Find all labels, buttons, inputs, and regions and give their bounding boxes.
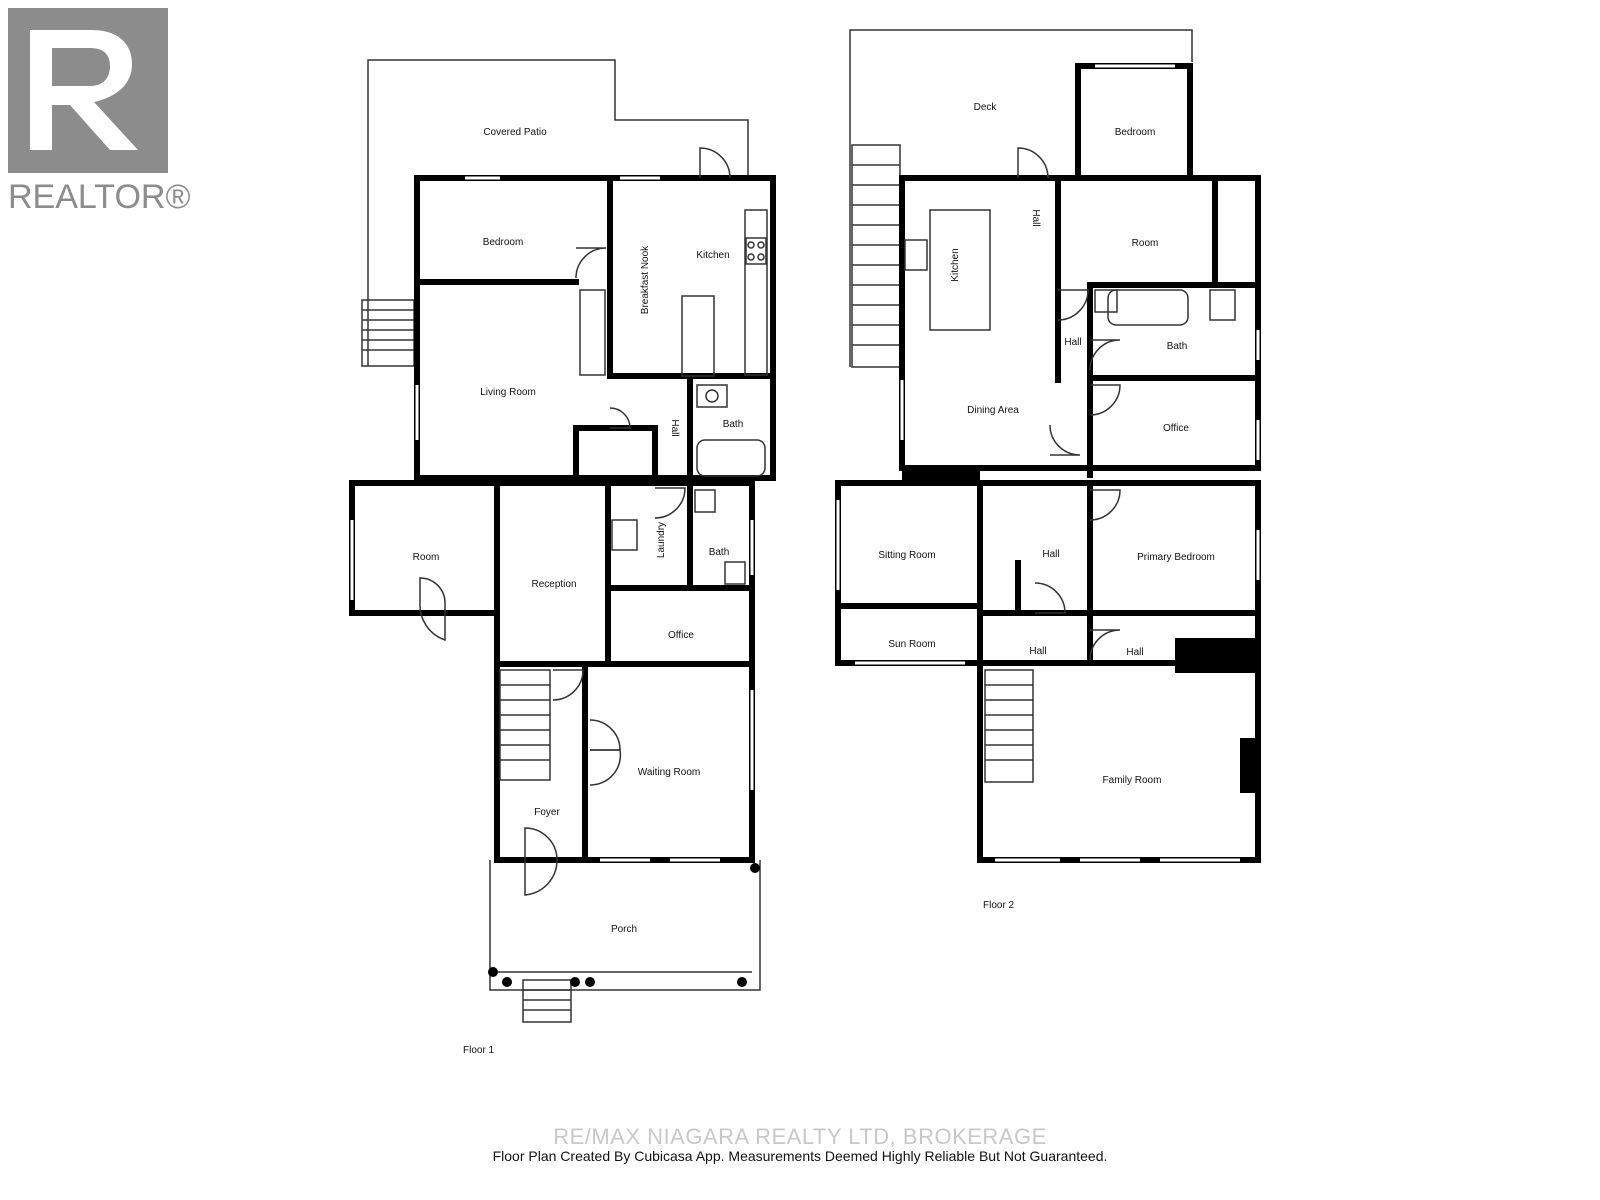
realtor-logo: REALTOR®: [8, 8, 191, 216]
footer-disclaimer: Floor Plan Created By Cubicasa App. Meas…: [492, 1148, 1108, 1164]
floor-2-walls: [835, 63, 1261, 863]
room-label-sun-room: Sun Room: [888, 639, 935, 650]
room-label-hall-center: Hall: [1042, 549, 1059, 560]
deck-outline: [849, 29, 1193, 367]
room-label-hall-low-left: Hall: [1029, 646, 1046, 657]
office-door-icon: [1089, 384, 1121, 416]
foyer-stairs: [499, 669, 551, 781]
realtor-r-glyph: [30, 30, 138, 150]
floor-1-bath-fixtures: [611, 384, 766, 585]
floor-2-stairs: [984, 669, 1034, 783]
foyer-door-swing-icon: [524, 859, 558, 896]
porch-columns: [488, 863, 760, 987]
kitchen-island: [681, 295, 715, 377]
floor-1-label: Floor 1: [463, 1045, 495, 1056]
hall-center-door-icon: [1034, 582, 1066, 614]
floor-2-bathtub-icon: [1107, 289, 1189, 326]
floor-2-solid-walls: [902, 466, 1258, 793]
floor-2-kitchen-counter: [929, 209, 991, 331]
porch-stairs: [522, 979, 572, 1023]
room-label-office: Office: [1163, 423, 1189, 434]
floor-2-stove-icon: [904, 239, 928, 271]
room-label-reception: Reception: [531, 579, 576, 590]
room-label-room: Room: [1132, 238, 1159, 249]
room-label-hall-low-right: Hall: [1126, 647, 1143, 658]
room-label-foyer: Foyer: [534, 807, 560, 818]
room-label-primary-bedroom: Primary Bedroom: [1137, 552, 1215, 563]
floor-1-windows: [350, 176, 754, 862]
room-label-family-room: Family Room: [1103, 775, 1162, 786]
floor-2-labels: Deck Bedroom Kitchen Hall Room Hall Bath…: [878, 102, 1215, 911]
bath-2-sink-icon: [694, 489, 716, 513]
room-label-bath-upper: Bath: [723, 419, 744, 430]
patio-stairs: [361, 299, 415, 367]
room-label-waiting-room: Waiting Room: [638, 767, 700, 778]
room-label-porch: Porch: [611, 924, 637, 935]
floor-1-labels: Covered Patio Bedroom Breakfast Nook Kit…: [413, 127, 744, 1056]
toilet-icon: [724, 561, 746, 585]
laundry-machine-icon: [611, 519, 638, 551]
stove-icon: [745, 237, 767, 265]
waiting-room-door-bottom-icon: [589, 749, 622, 786]
room-door-left-icon: [419, 577, 446, 604]
floor-1-walls: [349, 175, 776, 863]
deck-door-icon: [1017, 147, 1049, 179]
kitchen-fixtures: [579, 209, 768, 377]
kitchen-counter: [744, 209, 768, 376]
room-label-breakfast-nook: Breakfast Nook: [640, 245, 651, 314]
floor-2-windows: [836, 64, 1260, 862]
covered-patio-outline: [367, 59, 749, 366]
bathtub-icon: [696, 439, 766, 477]
porch: [488, 860, 761, 1023]
kitchen-patio-door-icon: [699, 147, 731, 179]
floor-2-sink-icon: [1094, 289, 1118, 313]
room-label-deck: Deck: [974, 102, 998, 113]
room-label-office: Office: [668, 630, 694, 641]
room-label-bedroom: Bedroom: [483, 237, 524, 248]
brokerage-watermark: RE/MAX NIAGARA REALTY LTD, BROKERAGE: [553, 1124, 1047, 1149]
hall-door-icon: [1057, 289, 1089, 321]
living-room-shelf: [579, 289, 606, 376]
room-label-bath: Bath: [1167, 341, 1188, 352]
floor-2-toilet-icon: [1209, 289, 1236, 321]
room-label-hall: Hall: [669, 419, 680, 436]
deck-stairs: [851, 144, 901, 368]
floor-2-plan: Deck Bedroom Kitchen Hall Room Hall Bath…: [835, 29, 1261, 911]
floor-2-doors: [1017, 147, 1121, 661]
foyer-closet-door-icon: [552, 669, 584, 701]
room-label-hall-top: Hall: [1030, 209, 1041, 226]
room-label-room: Room: [413, 552, 440, 563]
realtor-wordmark: REALTOR®: [8, 178, 191, 216]
room-label-bedroom: Bedroom: [1115, 127, 1156, 138]
waiting-room-door-top-icon: [589, 719, 621, 751]
bedroom-door-icon: [575, 247, 607, 279]
bath-sink-icon: [696, 384, 728, 408]
room-label-dining-area: Dining Area: [967, 405, 1019, 416]
hall-door-icon: [609, 407, 631, 429]
room-label-sitting-room: Sitting Room: [878, 550, 935, 561]
room-label-bath-lower: Bath: [709, 547, 730, 558]
bath-door-icon: [1089, 339, 1121, 371]
foyer-door-icon: [524, 827, 558, 861]
floor-2-kitchen-fixtures: [904, 209, 1236, 331]
room-label-covered-patio: Covered Patio: [483, 127, 547, 138]
office-closet-door-icon: [1049, 424, 1081, 456]
porch-outline: [489, 860, 761, 991]
room-label-laundry: Laundry: [656, 522, 667, 558]
room-label-kitchen: Kitchen: [696, 250, 729, 261]
laundry-door-icon: [654, 487, 686, 519]
floor-1-plan: Covered Patio Bedroom Breakfast Nook Kit…: [349, 59, 776, 1056]
floor-1-doors: [419, 147, 731, 896]
primary-bedroom-door-icon: [1089, 489, 1121, 521]
room-label-kitchen: Kitchen: [950, 248, 961, 281]
room-label-hall-mid: Hall: [1064, 337, 1081, 348]
hall-right-door-icon: [1089, 629, 1121, 661]
room-door-right-icon: [419, 602, 446, 642]
floor-2-label: Floor 2: [983, 900, 1015, 911]
room-label-living-room: Living Room: [480, 387, 536, 398]
